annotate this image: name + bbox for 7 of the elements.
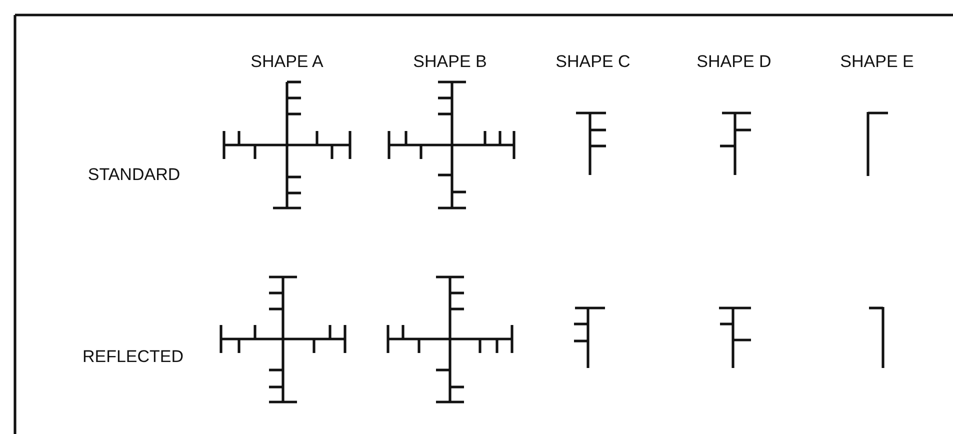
row-label: STANDARD — [88, 165, 180, 185]
column-heading: SHAPE E — [840, 52, 914, 72]
column-heading: SHAPE D — [696, 52, 772, 72]
column-heading: SHAPE C — [556, 52, 630, 72]
row-label: REFLECTED — [82, 347, 184, 367]
column-heading: SHAPE A — [250, 52, 324, 72]
column-heading: SHAPE B — [413, 52, 487, 72]
